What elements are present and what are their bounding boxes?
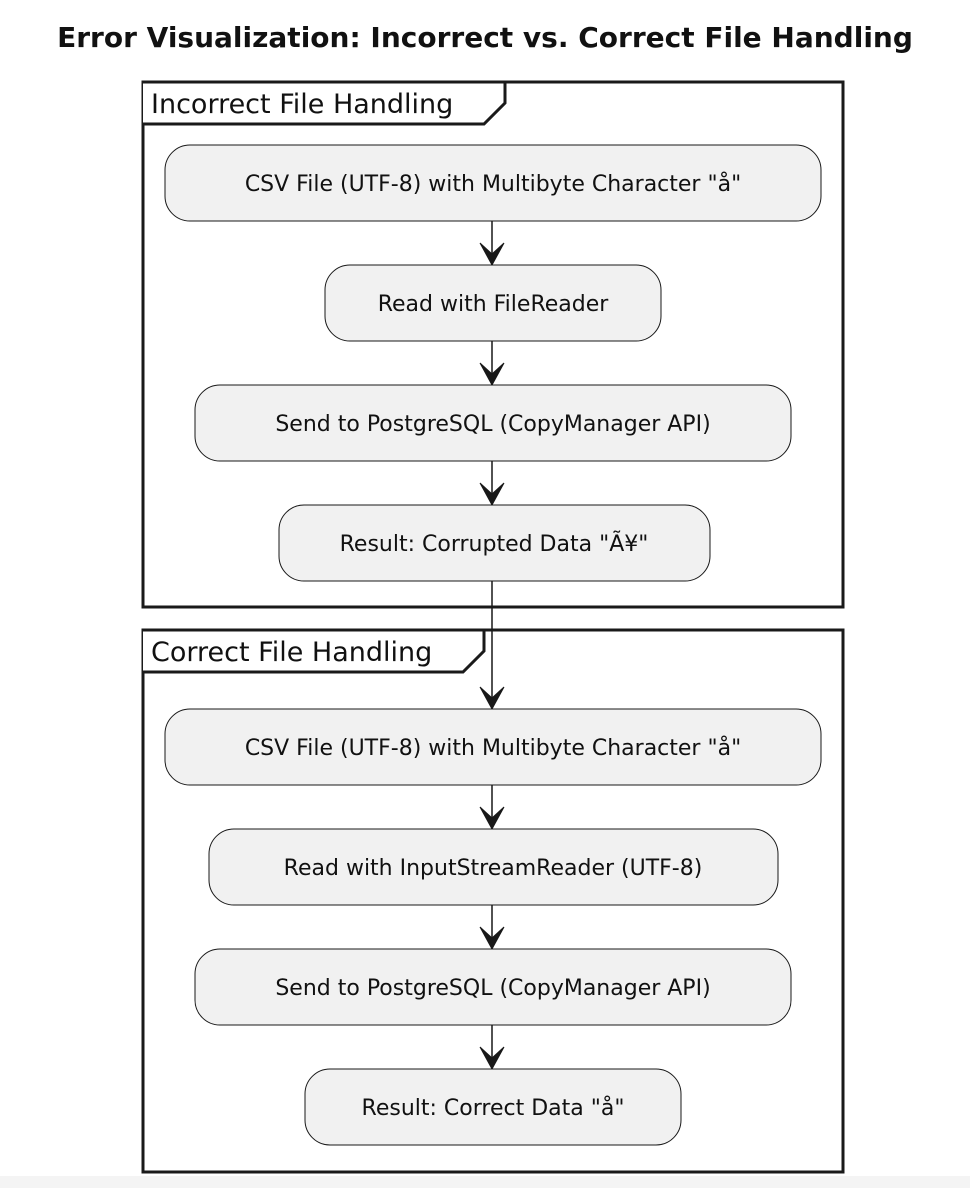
arrow-head-icon	[479, 1046, 505, 1071]
activity-node: Read with InputStreamReader (UTF-8)	[208, 828, 779, 906]
arrow-head-icon	[479, 686, 505, 711]
arrow-head-icon	[479, 242, 505, 267]
activity-node-label: Result: Corrupted Data "Ã¥"	[340, 530, 649, 557]
activity-node-label: Send to PostgreSQL (CopyManager API)	[275, 976, 710, 1001]
activity-node: Send to PostgreSQL (CopyManager API)	[194, 948, 792, 1026]
activity-node-label: Result: Correct Data "å"	[362, 1095, 625, 1121]
partition-frame	[141, 628, 845, 1174]
activity-node-label: Read with FileReader	[378, 292, 610, 317]
partition-correct: Correct File Handling	[141, 628, 845, 1174]
activity-node: CSV File (UTF-8) with Multibyte Characte…	[164, 144, 822, 222]
bottom-edge	[0, 1176, 970, 1188]
flow-edges	[479, 221, 505, 1071]
activity-node-label: Read with InputStreamReader (UTF-8)	[284, 856, 703, 881]
partition-label: Correct File Handling	[151, 637, 432, 668]
partition-tab	[143, 80, 507, 126]
activity-node: Result: Correct Data "å"	[304, 1068, 682, 1146]
activity-node: Send to PostgreSQL (CopyManager API)	[194, 384, 792, 462]
arrow-head-icon	[479, 926, 505, 951]
arrow-head-icon	[479, 482, 505, 507]
arrow-head-icon	[479, 362, 505, 387]
partition-tab	[143, 628, 486, 674]
arrow-head-icon	[479, 806, 505, 831]
partition-incorrect: Incorrect File Handling	[141, 80, 845, 609]
activity-node: Result: Corrupted Data "Ã¥"	[278, 504, 711, 582]
activity-node-label: CSV File (UTF-8) with Multibyte Characte…	[245, 171, 741, 197]
activity-node: Read with FileReader	[324, 264, 662, 342]
diagram-title: Error Visualization: Incorrect vs. Corre…	[57, 21, 913, 54]
activity-node: CSV File (UTF-8) with Multibyte Characte…	[164, 708, 822, 786]
activity-node-label: Send to PostgreSQL (CopyManager API)	[275, 412, 710, 437]
partition-label: Incorrect File Handling	[151, 89, 453, 120]
activity-node-label: CSV File (UTF-8) with Multibyte Characte…	[245, 735, 741, 761]
